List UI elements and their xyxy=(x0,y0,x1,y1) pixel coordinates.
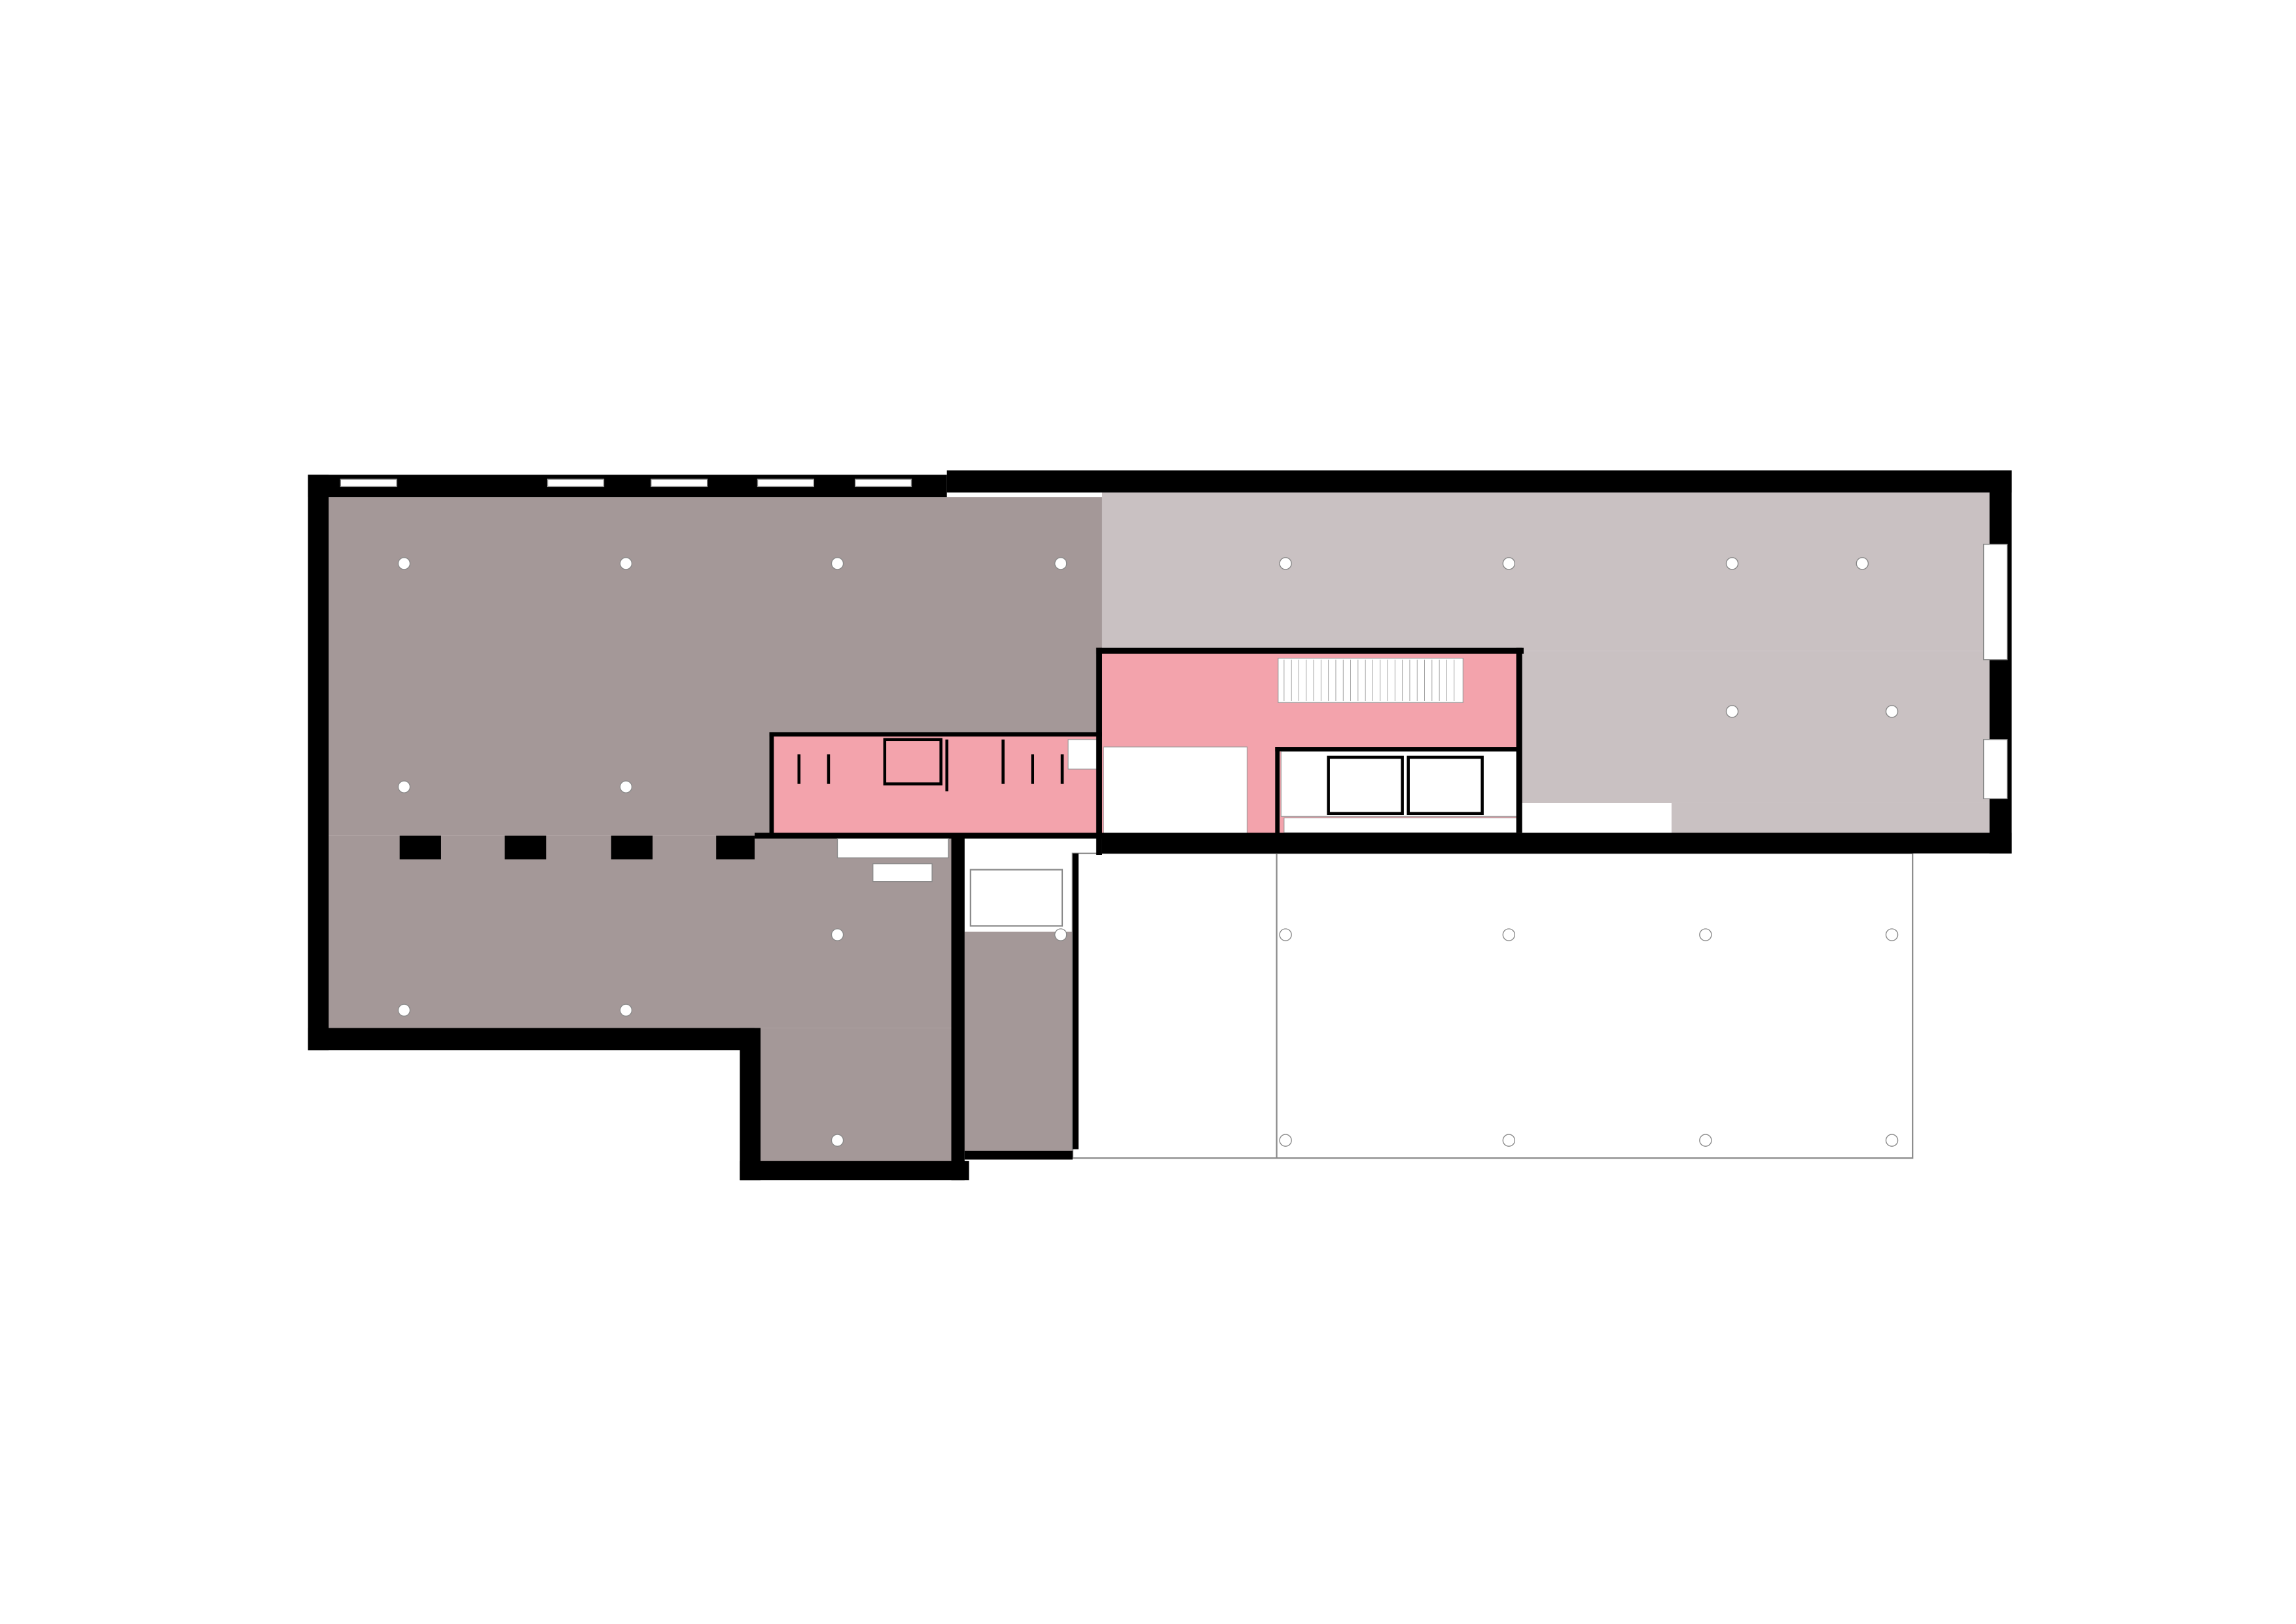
column-marker xyxy=(619,780,633,793)
column-marker xyxy=(1699,928,1712,941)
column-marker xyxy=(1885,928,1899,941)
zone-light xyxy=(1102,492,1990,836)
column-marker xyxy=(1279,557,1292,570)
pillar xyxy=(505,835,547,859)
zone-dark xyxy=(329,497,1102,1164)
column-marker xyxy=(1279,928,1292,941)
elevator-cabins xyxy=(1327,755,1484,816)
columns xyxy=(397,557,1899,1147)
column-marker xyxy=(1885,1134,1899,1147)
column-marker xyxy=(1725,557,1739,570)
stair-treads xyxy=(1283,659,1455,702)
pillar xyxy=(611,835,653,859)
walls xyxy=(308,470,2012,1181)
pillar xyxy=(716,835,755,859)
windows xyxy=(340,478,2008,882)
column-marker xyxy=(1725,705,1739,718)
column-marker xyxy=(1502,928,1516,941)
column-marker xyxy=(397,780,411,793)
pillar xyxy=(399,835,441,859)
column-marker xyxy=(1054,557,1067,570)
lower-annex xyxy=(969,852,1914,1159)
column-marker xyxy=(619,557,633,570)
elevators xyxy=(1280,751,1518,817)
column-marker xyxy=(1279,1134,1292,1147)
column-marker xyxy=(397,557,411,570)
column-marker xyxy=(397,1003,411,1017)
toilet-partitions xyxy=(797,738,1064,791)
column-marker xyxy=(831,928,844,941)
column-marker xyxy=(831,1134,844,1147)
stair xyxy=(1278,657,1463,703)
column-marker xyxy=(1502,1134,1516,1147)
column-marker xyxy=(1502,557,1516,570)
column-marker xyxy=(619,1003,633,1017)
column-marker xyxy=(1885,705,1899,718)
column-marker xyxy=(831,557,844,570)
column-marker xyxy=(1699,1134,1712,1147)
column-marker xyxy=(1054,928,1067,941)
column-marker xyxy=(1856,557,1869,570)
